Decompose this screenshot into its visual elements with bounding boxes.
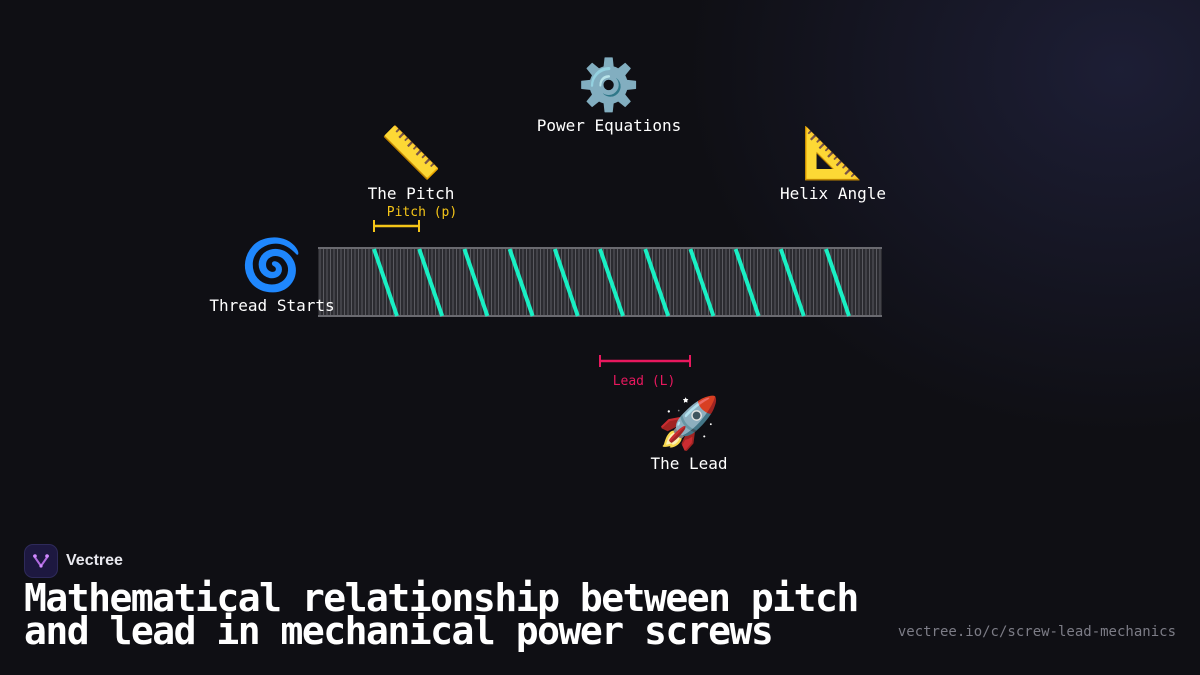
rocket-icon: 🚀 [657,394,721,452]
thread-line [778,248,806,317]
lead-indicator: Lead (L) [599,355,691,389]
thread-line [688,248,716,317]
gear-icon: ⚙️ [577,56,641,114]
helix-angle-node: 📐 Helix Angle [780,124,886,204]
thread-line [643,248,671,317]
thread-line [552,248,580,317]
source-url: vectree.io/c/screw-lead-mechanics [897,624,1176,640]
pitch-node: 📏 The Pitch [368,124,455,204]
thread-starts-label: Thread Starts [209,296,335,315]
power-equations-node: ⚙️ Power Equations [537,56,682,136]
lead-node: 🚀 The Lead [650,394,727,474]
lead-node-label: The Lead [650,454,728,473]
thread-line [507,248,535,317]
helix-angle-label: Helix Angle [780,184,886,203]
thread-line [733,248,761,317]
thread-line [417,248,445,317]
brand-name: Vectree [66,552,123,569]
pitch-indicator: Pitch (p) [373,205,457,232]
thread-starts-node: 🌀 Thread Starts [209,236,334,316]
vectree-logo-icon [24,544,58,578]
lead-label: Lead (L) [613,374,676,389]
thread-line [372,248,399,317]
screw-hatching [319,249,881,315]
pitch-label: Pitch (p) [387,205,457,220]
ruler-icon: 📏 [379,124,443,182]
triangle-ruler-icon: 📐 [801,124,865,182]
thread-line [824,248,851,317]
brand: Vectree [24,544,123,578]
spiral-icon: 🌀 [240,236,304,294]
thread-line [462,248,490,317]
thread-line [598,248,625,317]
thread-lines [372,248,851,317]
pitch-node-label: The Pitch [367,184,455,203]
power-equations-label: Power Equations [536,116,682,135]
headline: Mathematical relationship between pitch … [24,576,859,653]
screw-body [318,247,882,317]
